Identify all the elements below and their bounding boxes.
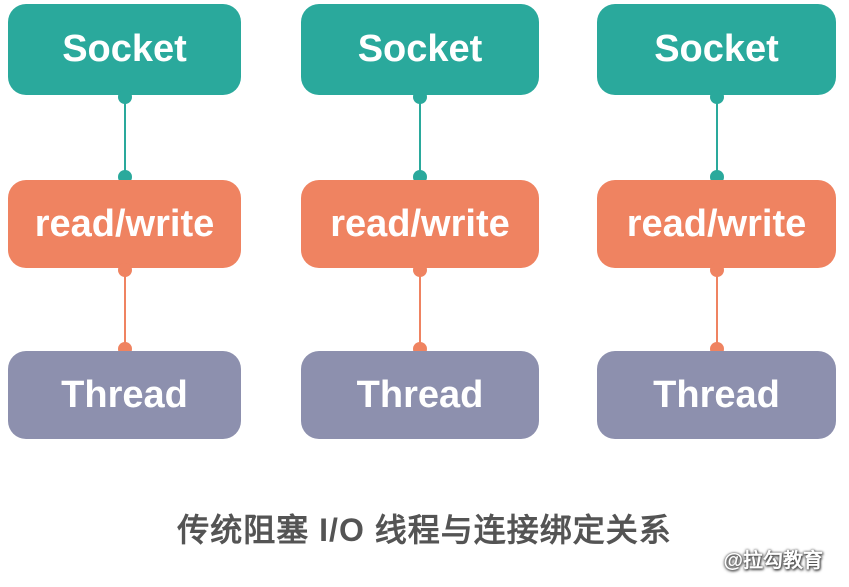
connection-column-1: Socket read/write Thread — [8, 0, 241, 587]
readwrite-box: read/write — [597, 180, 836, 268]
connector-dot — [413, 90, 427, 104]
readwrite-box: read/write — [301, 180, 539, 268]
socket-label: Socket — [654, 28, 779, 70]
readwrite-label: read/write — [626, 202, 807, 245]
thread-label: Thread — [356, 373, 484, 416]
readwrite-box: read/write — [8, 180, 241, 268]
diagram-caption: 传统阻塞 I/O 线程与连接绑定关系 — [177, 512, 672, 548]
readwrite-thread-connector-line — [715, 268, 718, 351]
thread-box: Thread — [301, 351, 539, 439]
connector-dot — [709, 90, 724, 104]
readwrite-thread-connector-line — [123, 268, 126, 351]
socket-readwrite-connector-line — [419, 95, 421, 180]
socket-box: Socket — [8, 4, 241, 95]
thread-label: Thread — [653, 373, 780, 416]
thread-box: Thread — [597, 351, 836, 439]
readwrite-label: read/write — [34, 202, 215, 245]
readwrite-label: read/write — [330, 202, 510, 245]
socket-label: Socket — [357, 28, 483, 70]
socket-readwrite-connector-line — [123, 95, 126, 180]
watermark-text: @拉勾教育 — [723, 550, 823, 572]
readwrite-thread-connector-line — [419, 268, 421, 351]
socket-box: Socket — [597, 4, 836, 95]
thread-box: Thread — [8, 351, 241, 439]
connector-dot — [117, 90, 132, 104]
socket-readwrite-connector-line — [715, 95, 718, 180]
connector-dot — [413, 263, 427, 277]
socket-label: Socket — [62, 28, 187, 70]
connection-column-3: Socket read/write Thread — [597, 0, 836, 587]
thread-label: Thread — [61, 373, 188, 416]
connector-dot — [709, 263, 724, 277]
connector-dot — [117, 263, 132, 277]
socket-box: Socket — [301, 4, 539, 95]
connection-column-2: Socket read/write Thread — [301, 0, 539, 587]
